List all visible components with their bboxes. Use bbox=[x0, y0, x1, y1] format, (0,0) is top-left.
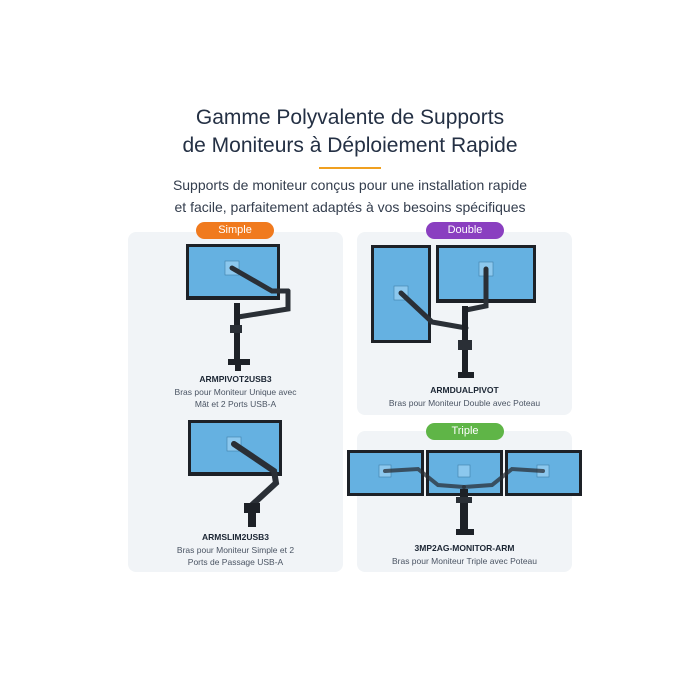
badge-triple: Triple bbox=[426, 423, 504, 440]
page-title-line-2: de Moniteurs à Déploiement Rapide bbox=[182, 134, 518, 157]
product-sku: ARMDUALPIVOT bbox=[430, 385, 499, 395]
subtitle-line-2: et facile, parfaitement adaptés à vos be… bbox=[174, 199, 526, 215]
armdualpivot-illustration bbox=[371, 245, 536, 378]
product-description-line-1: Bras pour Moniteur Simple et 2 bbox=[176, 545, 295, 555]
product-sku: ARMPIVOT2USB3 bbox=[199, 374, 272, 384]
product-description-line-1: Bras pour Moniteur Triple avec Poteau bbox=[391, 556, 538, 566]
product-sku: ARMSLIM2USB3 bbox=[201, 532, 270, 542]
title-accent-divider bbox=[319, 167, 381, 169]
badge-double: Double bbox=[426, 222, 504, 239]
badge-simple: Simple bbox=[196, 222, 274, 239]
product-description-line-1: Bras pour Moniteur Double avec Poteau bbox=[388, 398, 541, 408]
page-title-line-1: Gamme Polyvalente de Supports bbox=[195, 106, 505, 129]
3mp2ag-monitor-arm-illustration bbox=[347, 450, 582, 535]
subtitle-line-1: Supports de moniteur conçus pour une ins… bbox=[172, 177, 528, 193]
product-description-line-1: Bras pour Moniteur Unique avec bbox=[174, 387, 297, 397]
armslim2usb3-illustration bbox=[188, 420, 282, 527]
armpivot2usb3-illustration bbox=[186, 244, 291, 371]
product-description-line-2: Mât et 2 Ports USB-A bbox=[194, 399, 277, 409]
product-sku: 3MP2AG-MONITOR-ARM bbox=[414, 543, 515, 553]
product-description-line-2: Ports de Passage USB-A bbox=[187, 557, 284, 567]
